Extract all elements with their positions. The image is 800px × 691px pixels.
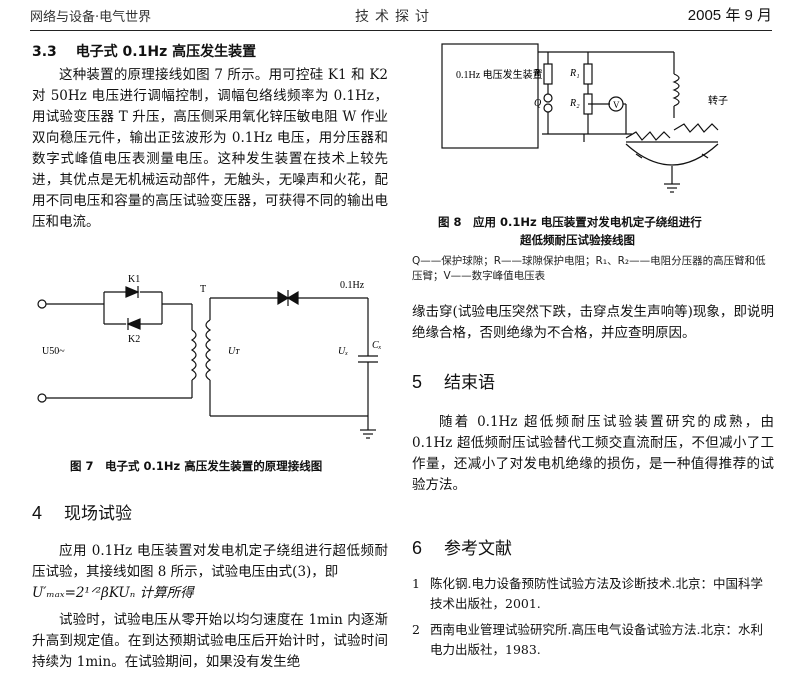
section-5: 5 结束语 随着 0.1Hz 超低频耐压试验装置研究的成熟，由 0.1Hz 超低频…: [412, 372, 774, 496]
label-t: T: [200, 284, 206, 295]
section-5-number: 5: [412, 372, 423, 392]
figure-7: K1 K2 T U50~ Uᴛ Uₓ Cₓ 0.1Hz: [32, 270, 392, 450]
reference-2-number: 2: [412, 622, 420, 637]
section-4: 4 现场试验 应用 0.1Hz 电压装置对发电机定子绕组进行超低频耐压试验，其接线…: [32, 503, 388, 673]
fig8-box-label: 0.1Hz 电压发生装置: [456, 68, 543, 81]
figure-7-caption: 图 7 电子式 0.1Hz 高压发生装置的原理接线图: [70, 459, 323, 473]
reference-2-text: 西南电业管理试验研究所.高压电气设备试验方法.北京：水利电力出版社，1983.: [430, 622, 763, 657]
label-r: R: [533, 68, 540, 79]
label-ux: Uₓ: [338, 346, 348, 357]
section-5-body: 随着 0.1Hz 超低频耐压试验装置研究的成熟，由 0.1Hz 超低频耐压试验替…: [412, 414, 774, 493]
section-3-3: 3.3 电子式 0.1Hz 高压发生装置 这种装置的原理接线如图 7 所示。用可…: [32, 42, 388, 233]
label-cx: Cₓ: [372, 340, 382, 351]
reference-1: 1 陈化钢.电力设备预防性试验方法及诊断技术.北京：中国科学技术出版社，2001…: [412, 574, 774, 614]
generator-box: [441, 43, 539, 149]
label-k2: K2: [128, 334, 140, 345]
label-r1: R₁: [569, 68, 580, 79]
section-6-title: 参考文献: [444, 539, 513, 559]
figure-8-diagram: 0.1Hz 电压发生装置 R Q R₁ R₂ V 转子: [441, 43, 728, 193]
reference-1-number: 1: [412, 576, 420, 591]
section-5-heading: 5 结束语: [412, 372, 774, 394]
issue-date: 2005 年 9 月: [687, 7, 772, 24]
section-4-formula: U′ₘₐₓ=2¹ᐟ²βKUₙ 计算所得: [32, 585, 194, 601]
right-body-text: 缘击穿(试验电压突然下跌，击穿点发生声响等)现象，即说明绝缘合格，否则绝缘为不合…: [412, 304, 774, 341]
section-4-para-1: 应用 0.1Hz 电压装置对发电机定子绕组进行超低频耐压试验，其接线如图 8 所…: [32, 543, 388, 580]
label-0-1hz: 0.1Hz: [340, 280, 365, 291]
section-name: 技术探讨: [355, 9, 435, 25]
section-3-3-title: 电子式 0.1Hz 高压发生装置: [75, 44, 257, 60]
label-q: Q: [534, 98, 542, 109]
section-4-para-2: 试验时，试验电压从零开始以均匀速度在 1min 内逐渐升高到规定值。在到达预期试…: [32, 612, 388, 670]
section-4-heading: 4 现场试验: [32, 503, 388, 525]
section-3-3-body: 这种装置的原理接线如图 7 所示。用可控硅 K1 和 K2 对 50Hz 电压进…: [32, 67, 388, 230]
reference-2: 2 西南电业管理试验研究所.高压电气设备试验方法.北京：水利电力出版社，1983…: [412, 620, 774, 660]
figure-8-caption-2: 超低频耐压试验接线图: [520, 233, 635, 247]
right-body: 缘击穿(试验电压突然下跌，击穿点发生声响等)现象，即说明绝缘合格，否则绝缘为不合…: [412, 302, 774, 344]
section-3-3-number: 3.3: [32, 44, 57, 60]
section-3-3-heading: 3.3 电子式 0.1Hz 高压发生装置: [32, 42, 388, 63]
reference-1-text: 陈化钢.电力设备预防性试验方法及诊断技术.北京：中国科学技术出版社，2001.: [430, 576, 763, 611]
fig8-box-label-text: 0.1Hz 电压发生装置: [456, 68, 543, 81]
figure-8-legend: Q——保护球隙；R——球隙保护电阻；R₁、R₂——电阻分压器的高压臂和低压臂；V…: [412, 255, 766, 282]
section-4-title: 现场试验: [64, 504, 133, 524]
figure-7-diagram: K1 K2 T U50~ Uᴛ Uₓ Cₓ 0.1Hz: [37, 274, 382, 439]
journal-name: 网络与设备·电气世界: [30, 10, 152, 25]
label-u50: U50~: [42, 346, 65, 357]
label-ut: Uᴛ: [228, 346, 240, 357]
label-v: V: [613, 100, 620, 110]
label-rotor: 转子: [708, 94, 728, 107]
section-5-title: 结束语: [444, 373, 496, 393]
label-k1: K1: [128, 274, 140, 285]
section-6-number: 6: [412, 538, 423, 558]
section-6-heading: 6 参考文献: [412, 538, 774, 560]
figure-8: 0.1Hz 电压发生装置 R Q R₁ R₂ V 转子: [412, 38, 774, 208]
section-6: 6 参考文献 1 陈化钢.电力设备预防性试验方法及诊断技术.北京：中国科学技术出版…: [412, 538, 774, 660]
label-r2: R₂: [569, 98, 580, 109]
figure-8-caption-1: 图 8 应用 0.1Hz 电压装置对发电机定子绕组进行: [438, 215, 702, 229]
section-4-number: 4: [32, 503, 43, 523]
header-rule: [30, 30, 772, 31]
